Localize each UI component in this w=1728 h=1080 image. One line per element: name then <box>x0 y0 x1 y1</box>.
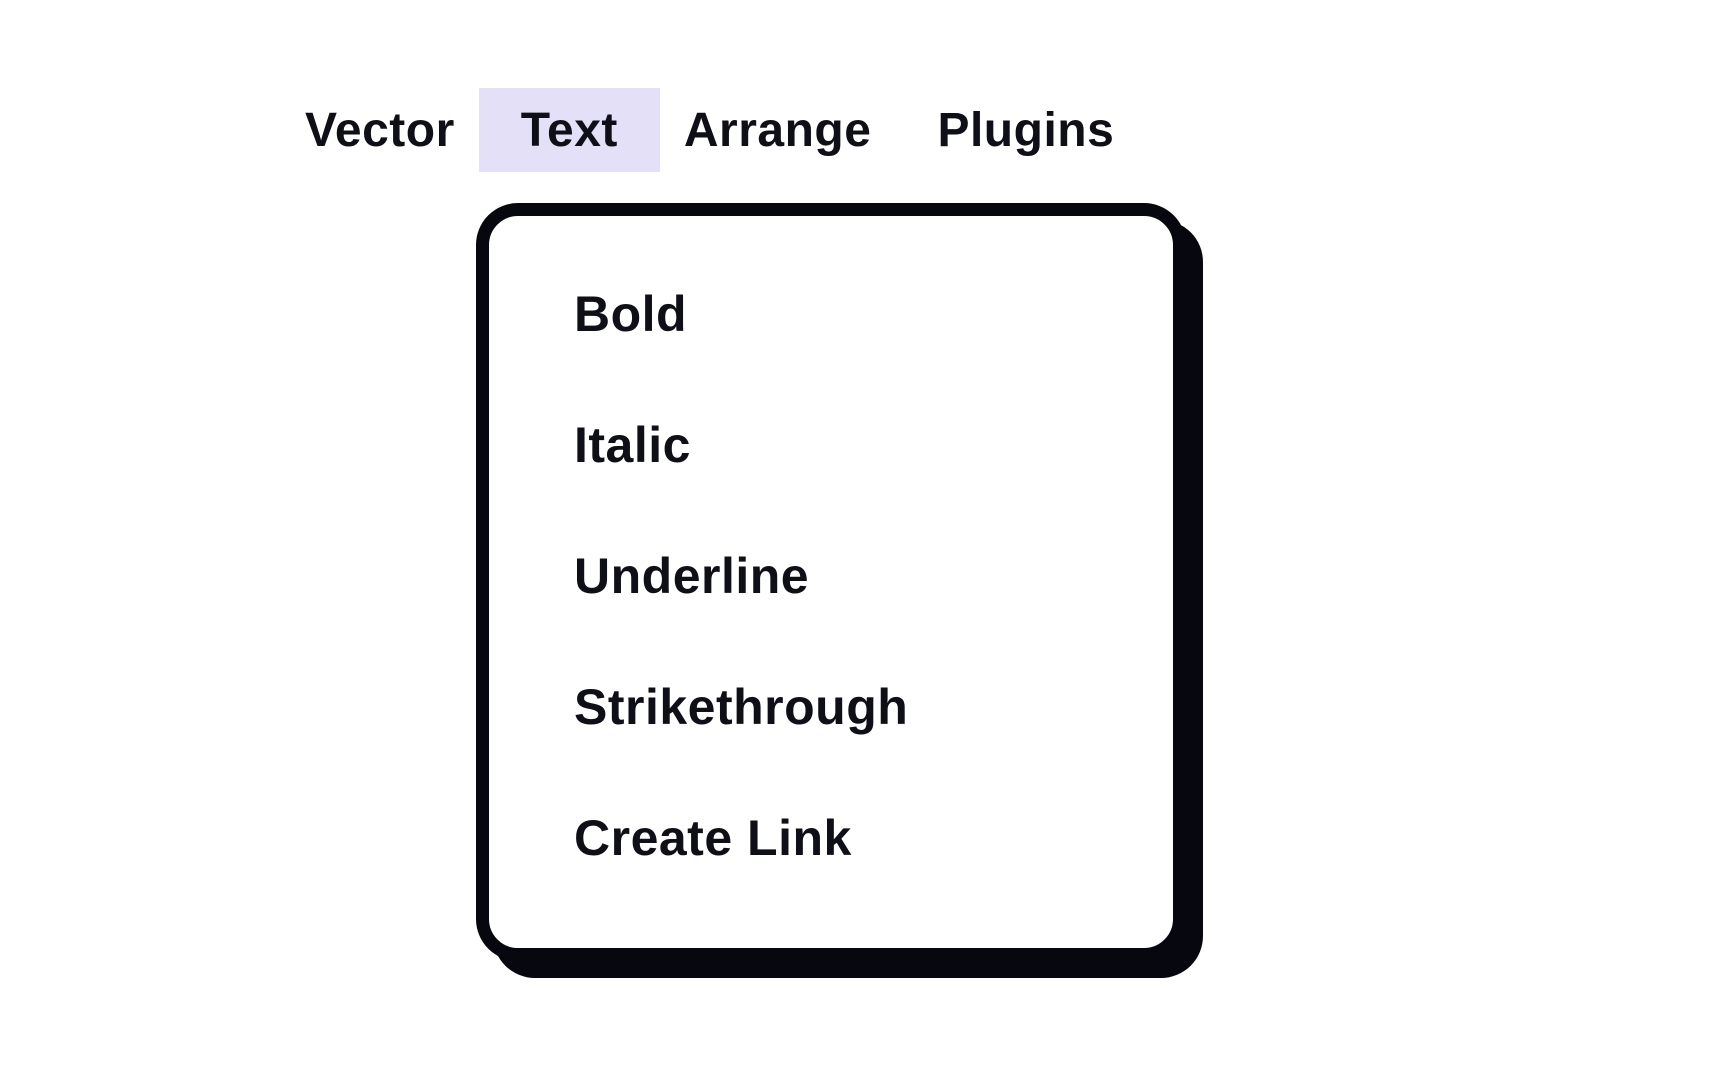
menu-item-label: Vector <box>305 103 455 157</box>
menu-item-label: Arrange <box>683 103 872 157</box>
menu-item[interactable]: Text <box>478 88 660 172</box>
dropdown-menu-option[interactable]: Underline <box>489 510 1173 641</box>
dropdown-menu-option[interactable]: Create Link <box>489 772 1173 903</box>
dropdown-option-label: Underline <box>574 547 810 604</box>
dropdown-menu-option[interactable]: Italic <box>489 379 1173 510</box>
dropdown-menu-option[interactable]: Strikethrough <box>489 641 1173 772</box>
menu-item-label: Plugins <box>937 103 1115 157</box>
dropdown-option-label: Italic <box>574 416 691 473</box>
menu-item[interactable]: Arrange <box>642 88 914 172</box>
dropdown-option-label: Strikethrough <box>574 678 909 735</box>
text-menu-dropdown: Bold Italic Underline Strikethrough Crea… <box>476 203 1186 961</box>
menu-item[interactable]: Vector <box>263 88 497 172</box>
menu-bar: Vector Text Arrange Plugins <box>263 88 1156 172</box>
dropdown-menu-option[interactable]: Bold <box>489 248 1173 379</box>
dropdown-option-label: Bold <box>574 285 688 342</box>
menu-item-label: Text <box>520 103 618 157</box>
menu-item[interactable]: Plugins <box>895 88 1156 172</box>
dropdown-option-label: Create Link <box>574 809 852 866</box>
